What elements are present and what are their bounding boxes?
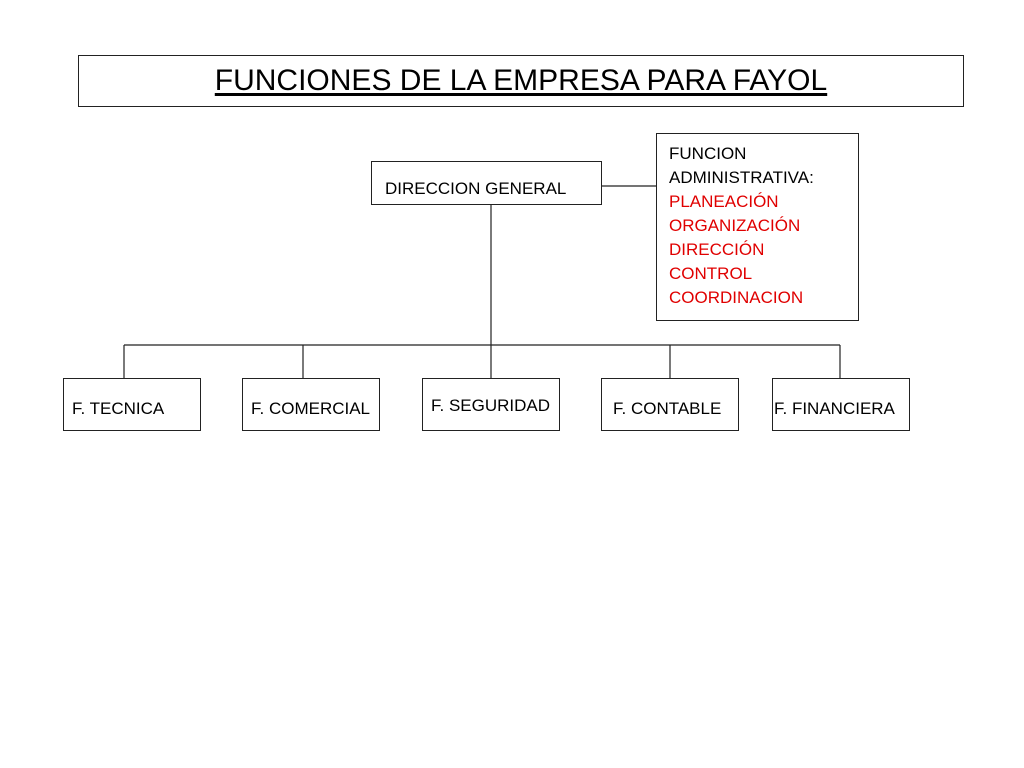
function-label: F. COMERCIAL: [251, 399, 371, 418]
title-box: FUNCIONES DE LA EMPRESA PARA FAYOL: [78, 55, 964, 107]
admin-item-planeacion: PLANEACIÓN: [669, 192, 779, 211]
admin-item-direccion: DIRECCIÓN: [669, 240, 765, 259]
function-node-seguridad: F. SEGURIDAD: [422, 378, 560, 431]
admin-heading-line: ADMINISTRATIVA:: [669, 168, 814, 187]
function-label: F. FINANCIERA: [774, 399, 895, 418]
direccion-general-label: DIRECCION GENERAL: [385, 179, 567, 198]
function-label: F. CONTABLE: [613, 399, 722, 418]
function-label: F. TECNICA: [72, 399, 165, 418]
admin-item-organizacion: ORGANIZACIÓN: [669, 216, 801, 235]
direccion-general-node: DIRECCION GENERAL: [371, 161, 602, 205]
page-title: FUNCIONES DE LA EMPRESA PARA FAYOL: [214, 64, 828, 97]
admin-item-control: CONTROL: [669, 264, 753, 283]
function-node-financiera: F. FINANCIERA: [772, 378, 910, 431]
function-node-comercial: F. COMERCIAL: [242, 378, 380, 431]
function-node-contable: F. CONTABLE: [601, 378, 739, 431]
funcion-administrativa-node: FUNCION ADMINISTRATIVA: PLANEACIÓN ORGAN…: [656, 133, 859, 321]
admin-item-coordinacion: COORDINACION: [669, 288, 804, 307]
admin-heading-line: FUNCION: [669, 144, 747, 163]
function-node-tecnica: F. TECNICA: [63, 378, 201, 431]
function-label: F. SEGURIDAD: [431, 396, 551, 415]
